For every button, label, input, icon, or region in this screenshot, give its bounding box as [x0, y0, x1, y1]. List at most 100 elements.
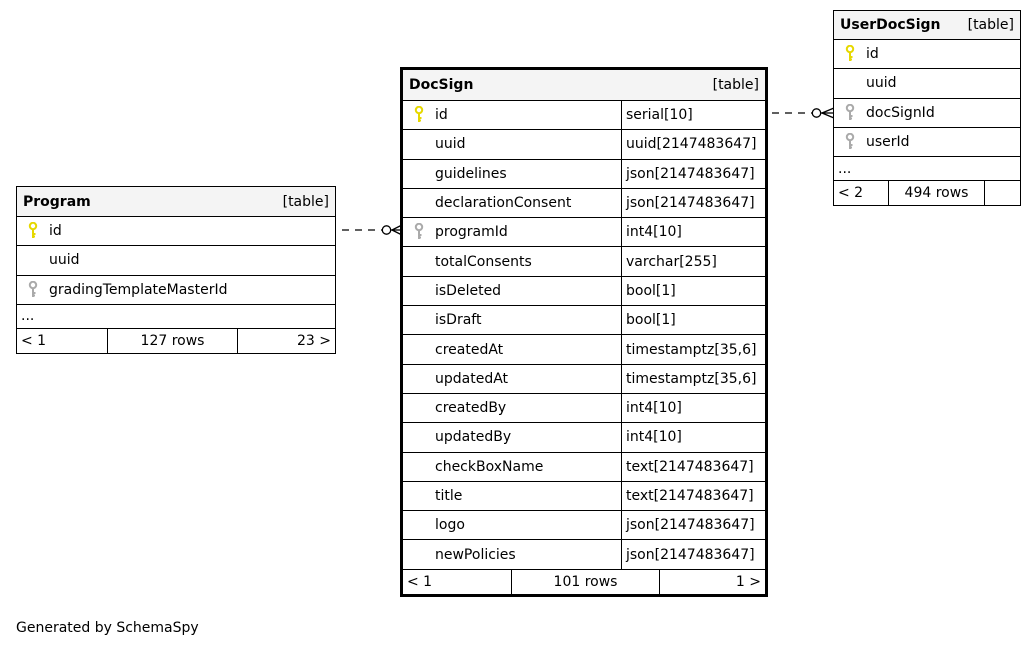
foreign-key-icon [840, 103, 860, 122]
next-relations-count[interactable]: 1 > [659, 569, 765, 594]
column-name-cell: totalConsents [403, 247, 621, 275]
column-name: guidelines [435, 165, 507, 182]
column-row[interactable]: logo json[2147483647] [403, 511, 765, 541]
column-row[interactable]: isDeleted bool[1] [403, 276, 765, 307]
column-type: bool[1] [621, 276, 765, 306]
row-count: 127 rows [107, 328, 237, 353]
column-name-cell: id [834, 40, 1020, 68]
column-name: isDraft [435, 312, 482, 329]
column-type: text[2147483647] [621, 452, 765, 481]
column-row[interactable]: uuid [17, 246, 335, 276]
column-row[interactable]: userId [834, 128, 1020, 158]
column-type: json[2147483647] [621, 188, 765, 218]
column-row[interactable]: guidelines json[2147483647] [403, 159, 765, 189]
column-name-cell: programId [403, 218, 621, 246]
column-name-cell: id [17, 217, 335, 245]
column-row[interactable]: docSignId [834, 99, 1020, 128]
generated-by-caption: Generated by SchemaSpy [16, 620, 199, 636]
column-row[interactable]: updatedBy int4[10] [403, 423, 765, 453]
column-name: declarationConsent [435, 195, 572, 212]
column-name: uuid [435, 136, 466, 153]
column-name: uuid [866, 75, 897, 92]
column-row[interactable]: newPolicies json[2147483647] [403, 540, 765, 570]
column-row[interactable]: declarationConsent json[2147483647] [403, 188, 765, 219]
column-name: gradingTemplateMasterId [49, 281, 228, 298]
prev-relations-count[interactable]: < 2 [838, 185, 864, 202]
table-program[interactable]: Program[table]id uuid gradingTemplateMaste… [16, 186, 336, 354]
column-row[interactable]: uuid [834, 69, 1020, 99]
column-type: text[2147483647] [621, 481, 765, 511]
table-header: DocSign[table] [403, 70, 765, 101]
column-name-cell: createdBy [403, 394, 621, 422]
primary-key-icon [840, 45, 860, 63]
column-name-cell: uuid [403, 130, 621, 158]
row-count: 101 rows [511, 569, 659, 594]
table-header: Program[table] [17, 187, 335, 217]
column-name-cell: userId [834, 128, 1020, 156]
next-relations-count[interactable]: 23 > [237, 328, 335, 353]
column-name: docSignId [866, 104, 935, 121]
column-row[interactable]: gradingTemplateMasterId [17, 276, 335, 305]
column-name: programId [435, 224, 508, 241]
connector-program-docsign [342, 224, 403, 236]
table-footer: < 2 494 rows [834, 181, 1020, 206]
column-type: varchar[255] [621, 247, 765, 276]
row-count: 494 rows [888, 181, 984, 206]
zero-cardinality-icon [811, 108, 822, 118]
column-name: id [435, 107, 448, 124]
column-name: checkBoxName [435, 458, 544, 475]
column-row[interactable]: createdBy int4[10] [403, 393, 765, 424]
column-type: timestamptz[35,6] [621, 335, 765, 364]
column-name-cell: guidelines [403, 160, 621, 188]
next-relations-count[interactable] [984, 181, 1020, 206]
column-type: int4[10] [621, 218, 765, 247]
column-name: logo [435, 517, 465, 534]
prev-relations-count[interactable]: < 1 [21, 332, 47, 349]
column-type: uuid[2147483647] [621, 130, 765, 159]
zero-cardinality-icon [381, 225, 392, 235]
column-name: updatedBy [435, 429, 512, 446]
column-type: json[2147483647] [621, 540, 765, 569]
column-type: timestamptz[35,6] [621, 364, 765, 393]
column-type: int4[10] [621, 393, 765, 423]
column-type: json[2147483647] [621, 159, 765, 188]
table-kind-label: [table] [967, 17, 1014, 33]
column-name: createdBy [435, 400, 507, 417]
foreign-key-icon [23, 280, 43, 299]
prev-relations-count[interactable]: < 1 [407, 573, 433, 590]
column-type: json[2147483647] [621, 511, 765, 540]
column-row[interactable]: programId int4[10] [403, 218, 765, 248]
table-name: Program [23, 193, 91, 210]
column-name-cell: title [403, 482, 621, 510]
column-name-cell: updatedBy [403, 423, 621, 451]
column-name-cell: gradingTemplateMasterId [17, 276, 335, 304]
foreign-key-icon [409, 223, 429, 241]
column-name: id [866, 46, 879, 63]
column-type: int4[10] [621, 423, 765, 452]
column-name: uuid [49, 252, 80, 269]
column-name-cell: createdAt [403, 335, 621, 363]
column-row[interactable]: id [17, 217, 335, 247]
column-row[interactable]: id [834, 40, 1020, 70]
column-name-cell: isDeleted [403, 277, 621, 305]
table-header: UserDocSign[table] [834, 11, 1020, 40]
foreign-key-icon [840, 133, 860, 151]
column-row[interactable]: uuid uuid[2147483647] [403, 130, 765, 160]
column-name: isDeleted [435, 282, 502, 299]
column-name: newPolicies [435, 546, 516, 563]
connector-docsign-userdocsign [772, 107, 835, 119]
column-name-cell: id [403, 101, 621, 129]
column-name: userId [866, 134, 910, 151]
column-row[interactable]: checkBoxName text[2147483647] [403, 452, 765, 482]
column-name-cell: uuid [17, 246, 335, 274]
column-name-cell: docSignId [834, 99, 1020, 127]
